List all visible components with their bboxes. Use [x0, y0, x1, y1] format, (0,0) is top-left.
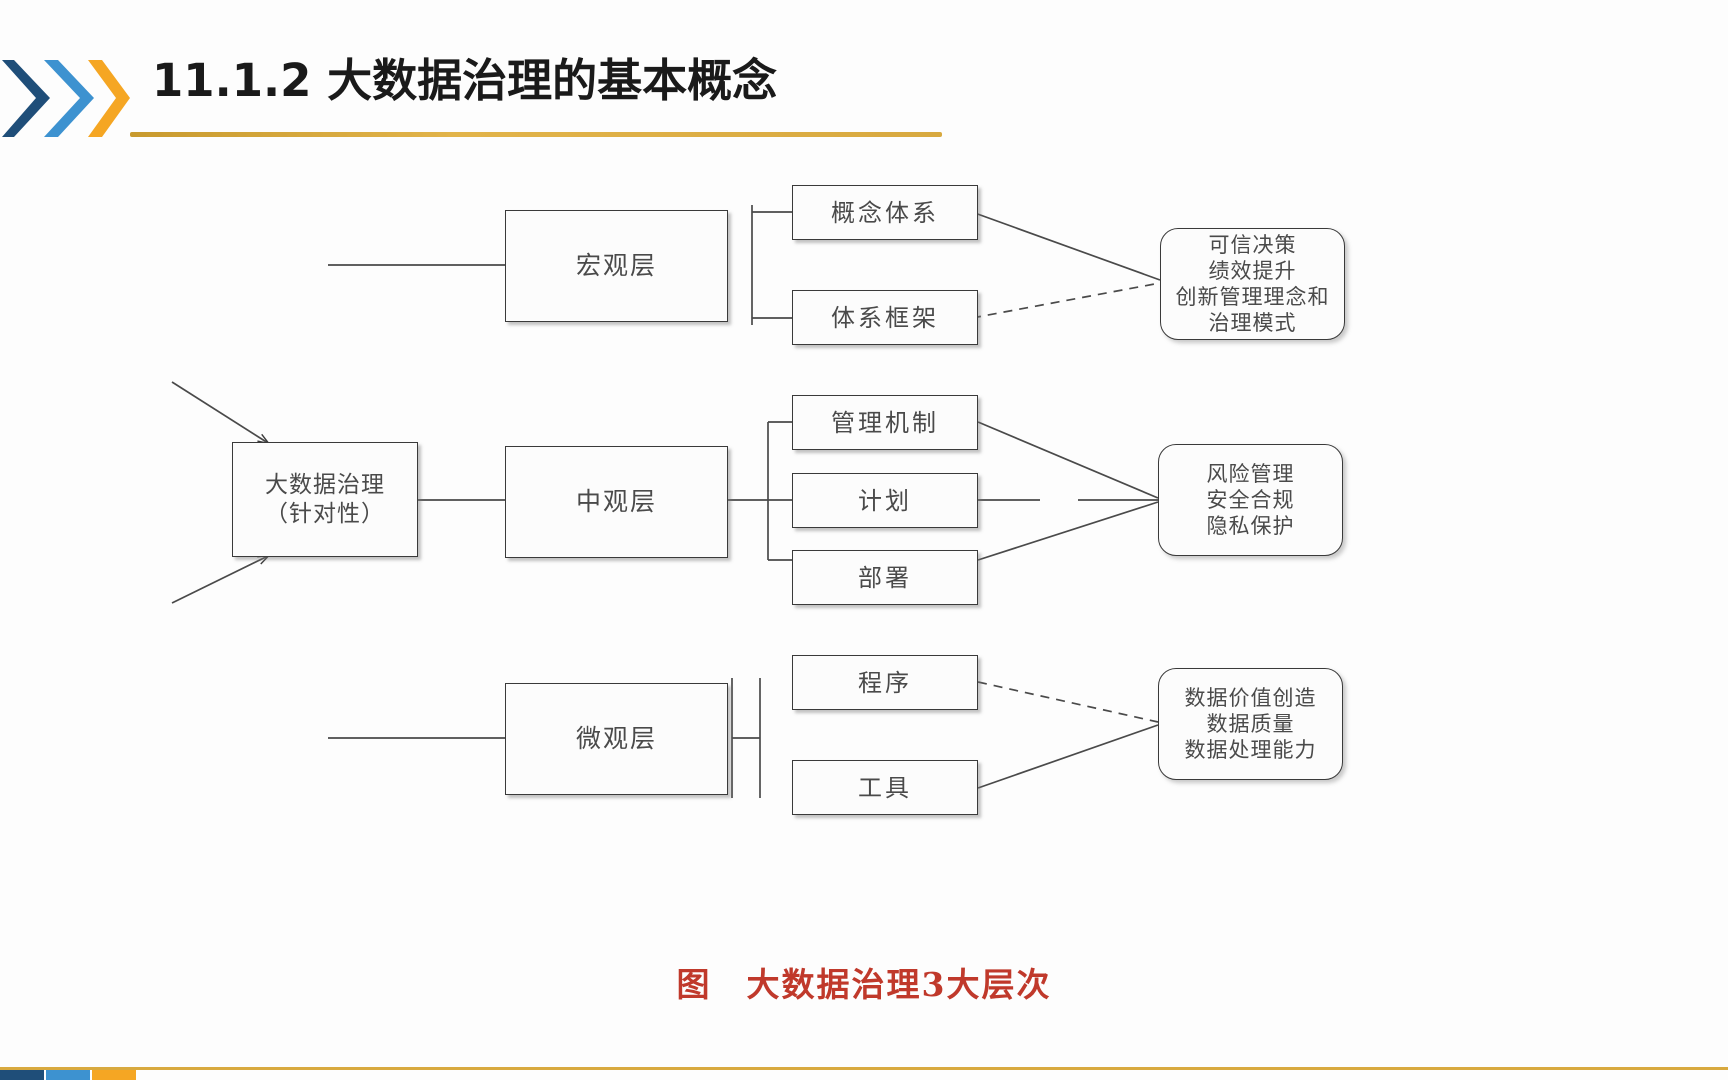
node-item-macro-1[interactable]: 概念体系 — [792, 185, 978, 240]
footer-tab-blue — [46, 1070, 90, 1080]
title-underline-rule — [130, 132, 942, 137]
node-item-micro-1[interactable]: 程序 — [792, 655, 978, 710]
footer-tab-dark-blue — [0, 1070, 44, 1080]
node-layer-macro[interactable]: 宏观层 — [505, 210, 728, 322]
node-item-meso-1[interactable]: 管理机制 — [792, 395, 978, 450]
node-outcome-micro[interactable]: 数据价值创造 数据质量 数据处理能力 — [1158, 668, 1343, 780]
node-outcome-macro[interactable]: 可信决策 绩效提升 创新管理理念和 治理模式 — [1160, 228, 1345, 340]
slide-header: 11.1.2 大数据治理的基本概念 — [0, 0, 1728, 160]
node-item-meso-2[interactable]: 计划 — [792, 473, 978, 528]
footer-rule — [0, 1067, 1728, 1070]
diagram-connectors — [171, 205, 1161, 798]
footer-tab-orange — [92, 1070, 136, 1080]
figure-caption: 图 大数据治理3大层次 — [676, 965, 1052, 1004]
slide-footer — [0, 1064, 1728, 1080]
node-item-micro-2[interactable]: 工具 — [792, 760, 978, 815]
node-item-macro-2[interactable]: 体系框架 — [792, 290, 978, 345]
node-layer-micro[interactable]: 微观层 — [505, 683, 728, 795]
diagram-canvas: 宏观层 概念体系 体系框架 可信决策 绩效提升 创新管理理念和 治理模式 大数据… — [0, 150, 1728, 930]
page-title: 11.1.2 大数据治理的基本概念 — [152, 54, 778, 107]
node-core-governance[interactable]: 大数据治理 （针对性） — [232, 442, 418, 557]
chevron-triple-icon — [2, 58, 130, 140]
node-outcome-meso[interactable]: 风险管理 安全合规 隐私保护 — [1158, 444, 1343, 556]
node-item-meso-3[interactable]: 部署 — [792, 550, 978, 605]
node-layer-meso[interactable]: 中观层 — [505, 446, 728, 558]
